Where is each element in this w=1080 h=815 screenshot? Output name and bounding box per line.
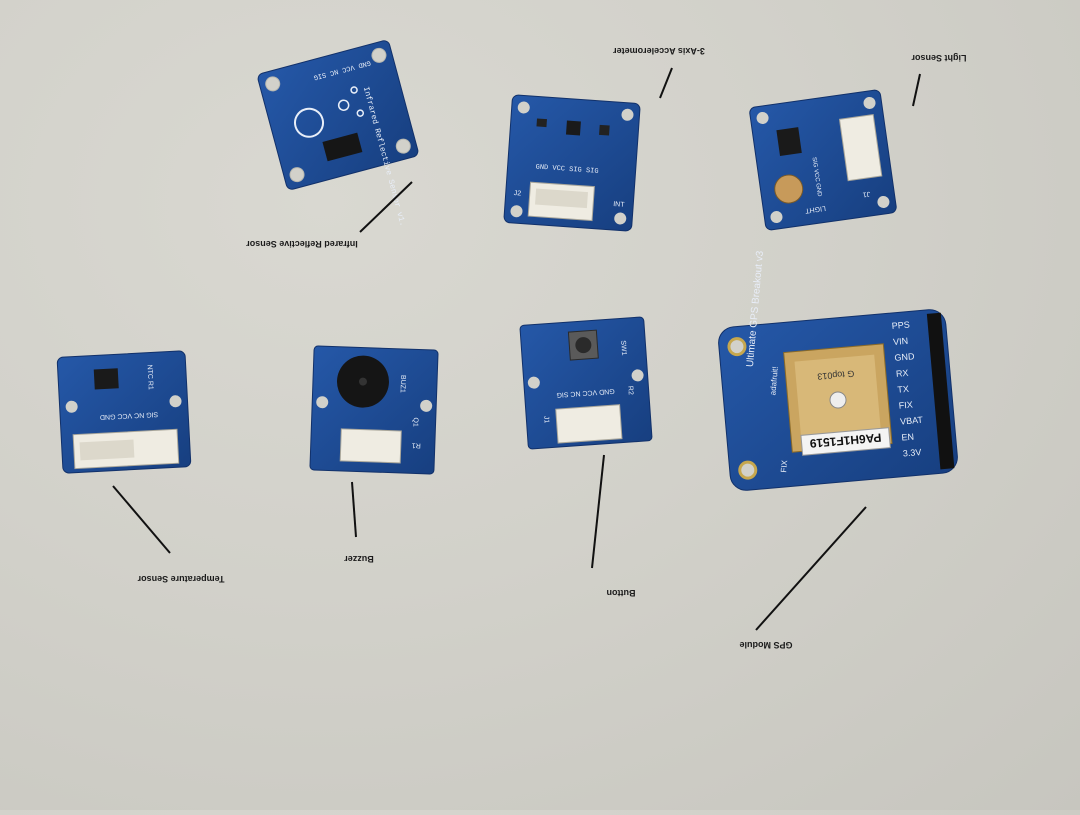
label-temperature: Temperature Sensor	[137, 574, 224, 584]
buzzer-board: BUZ1 Q1 R1	[309, 345, 439, 475]
gps-pin-label: FIX	[898, 400, 913, 411]
gps-brand-text: adafruit!	[768, 366, 779, 396]
temperature-ntc-label: NTC R1	[146, 364, 154, 390]
gps-antenna-label: G top013	[817, 369, 855, 382]
gps-fix-label: FIX	[779, 459, 789, 473]
leader-light	[912, 73, 921, 107]
accelerometer-int-label: INT	[613, 201, 625, 209]
buzzer-q1-label: Q1	[411, 417, 418, 427]
gps-pin-label: VIN	[893, 336, 909, 347]
button-r2-label: R2	[626, 386, 634, 396]
accelerometer-j2-label: J2	[513, 190, 521, 198]
label-button: Button	[607, 588, 636, 598]
light-silk-text: LIGHT	[804, 204, 826, 214]
button-sw1-label: SW1	[619, 340, 627, 356]
light-sensor-board: LIGHT SIG VCC GND J1	[749, 89, 897, 231]
gps-pin-label: GND	[894, 351, 915, 363]
leader-accelerometer	[659, 67, 673, 99]
temperature-pin-labels: SIG NC VCC GND	[100, 410, 159, 420]
gps-pin-labels: PPS VIN GND RX TX FIX VBAT EN 3.3V	[891, 319, 924, 459]
button-j1-label: J1	[542, 416, 550, 424]
leader-gps	[755, 506, 867, 631]
label-gps: GPS Module	[739, 640, 792, 650]
leader-infrared	[359, 181, 413, 233]
label-light: Light Sensor	[911, 53, 966, 63]
infrared-sensor-board: Infrared Reflective Sensor v1. GND VCC N…	[257, 40, 419, 227]
light-j1-label: J1	[862, 190, 870, 198]
label-buzzer: Buzzer	[344, 554, 374, 564]
leader-temperature	[112, 485, 171, 554]
gps-pin-label: 3.3V	[902, 447, 921, 459]
label-infrared: Infrared Reflective Sensor	[246, 239, 358, 249]
gps-pin-label: PPS	[891, 319, 910, 331]
leader-button	[591, 454, 605, 569]
gps-pin-label: RX	[896, 368, 909, 379]
leader-buzzer	[351, 481, 357, 538]
button-board: GND VCC NC SIG J1 SW1 R2	[519, 316, 653, 450]
buzzer-r1-label: R1	[412, 441, 421, 448]
gps-pin-label: VBAT	[900, 415, 924, 427]
gps-pin-label: EN	[901, 432, 914, 443]
light-pin-labels: SIG VCC GND	[811, 157, 823, 198]
temperature-sensor-board: SIG NC VCC GND NTC R1	[56, 350, 192, 474]
gps-pin-header	[926, 312, 955, 470]
gps-pin-label: TX	[897, 384, 909, 395]
gps-chip-label: PA6H1F1519	[809, 430, 882, 450]
gps-module-board: G top013 PA6H1F1519 Ultimate GPS Breakou…	[718, 250, 958, 491]
accelerometer-board: GND VCC SIG SIG J2 INT	[503, 94, 641, 232]
buzzer-silk-text: BUZ1	[399, 375, 407, 393]
label-accelerometer: 3-Axis Accelerometer	[613, 46, 705, 56]
button-pin-labels: GND VCC NC SIG	[556, 387, 615, 398]
